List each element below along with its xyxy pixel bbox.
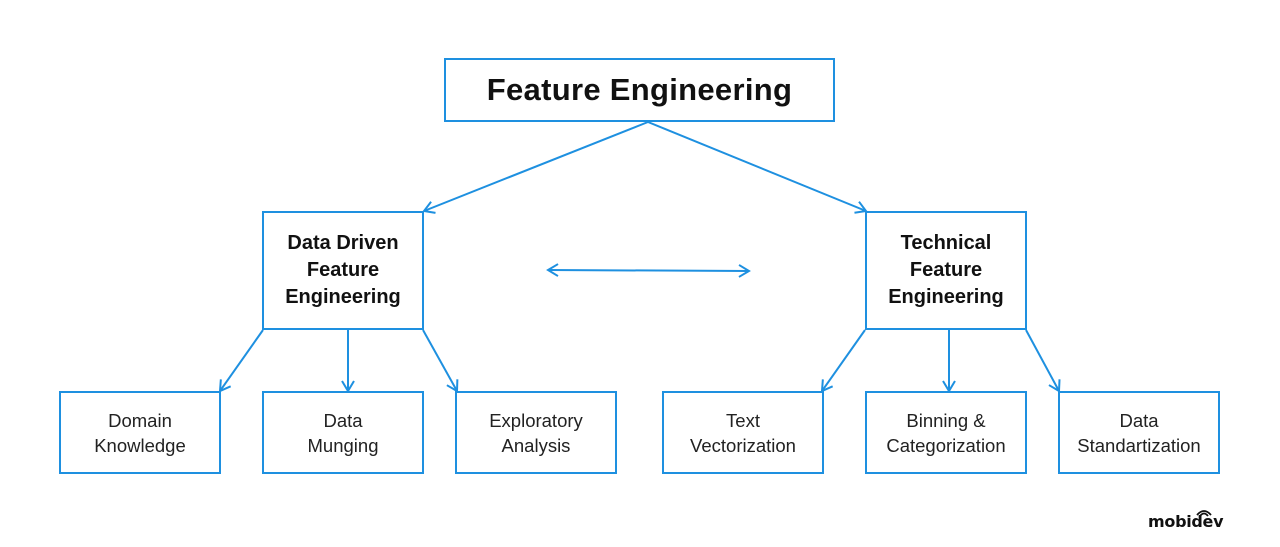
branch-node-data-driven-label: Data Driven Feature Engineering bbox=[285, 232, 401, 308]
leaf-node-data-munging: Data Munging bbox=[262, 391, 424, 474]
arrow-left-to-exploratory bbox=[422, 329, 459, 393]
leaf-node-domain-knowledge: Domain Knowledge bbox=[59, 391, 221, 474]
leaf-node-text-vectorization: Text Vectorization bbox=[662, 391, 824, 474]
root-node-label: Feature Engineering bbox=[486, 72, 793, 107]
root-node-feature-engineering: Feature Engineering bbox=[444, 58, 835, 122]
logo-text: mobidev bbox=[1148, 512, 1224, 531]
branch-node-technical: Technical Feature Engineering bbox=[865, 211, 1027, 330]
leaf-node-data-standartization: Data Standartization bbox=[1058, 391, 1220, 474]
leaf-node-label: Binning & Categorization bbox=[886, 409, 1006, 456]
mobidev-logo: mobidev bbox=[1148, 507, 1232, 531]
leaf-node-label: Data Standartization bbox=[1077, 409, 1201, 456]
arrow-right-to-standard bbox=[1025, 329, 1061, 393]
branch-node-technical-label: Technical Feature Engineering bbox=[888, 232, 1004, 308]
arrow-root-to-left bbox=[422, 121, 649, 214]
arrow-left-to-domain bbox=[218, 329, 264, 393]
double-arrow-between-branches bbox=[546, 263, 751, 278]
leaf-node-label: Data Munging bbox=[307, 409, 379, 456]
signal-icon bbox=[1196, 510, 1212, 517]
leaf-node-binning-categorization: Binning & Categorization bbox=[865, 391, 1027, 474]
leaf-node-label: Domain Knowledge bbox=[94, 409, 186, 456]
leaf-node-exploratory-analysis: Exploratory Analysis bbox=[455, 391, 617, 474]
leaf-node-label: Exploratory Analysis bbox=[489, 409, 583, 456]
arrow-right-to-text bbox=[820, 329, 866, 393]
leaf-node-label: Text Vectorization bbox=[690, 409, 796, 456]
branch-node-data-driven: Data Driven Feature Engineering bbox=[262, 211, 424, 330]
arrow-root-to-right bbox=[647, 121, 868, 214]
